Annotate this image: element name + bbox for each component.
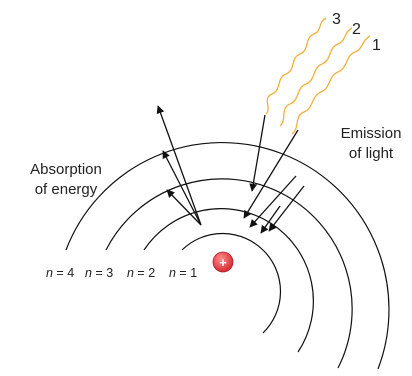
emission-arrow-3-to-2 [269,186,304,231]
nucleus: + [213,252,233,272]
photon-label-3: 3 [332,11,341,28]
orbit-n2 [144,209,313,352]
photon-wave-3 [266,18,326,114]
level-label-n2: n = 2 [127,266,155,280]
absorption-arrow-1-to-3 [163,151,201,225]
emission-label-line2: of light [349,145,394,162]
absorption-label-line2: of energy [35,181,98,198]
photon-label-1: 1 [372,37,381,54]
level-label-n4: n = 4 [46,266,74,280]
photon-label-2: 2 [352,21,361,38]
emission-arrow-4-to-2 [252,115,265,191]
orbit-n1 [182,234,280,333]
absorption-arrow-1-to-2 [167,190,201,225]
level-label-n1: n = 1 [169,266,197,280]
emission-label-line1: Emission [341,125,402,142]
level-label-n3: n = 3 [85,266,113,280]
absorption-label-line1: Absorption [30,161,102,178]
absorption-arrows [158,106,201,225]
nucleus-plus-sign: + [219,255,227,270]
emission-arrows [244,115,304,233]
absorption-arrow-1-to-4 [158,106,201,225]
photon-wave-2 [280,28,352,126]
